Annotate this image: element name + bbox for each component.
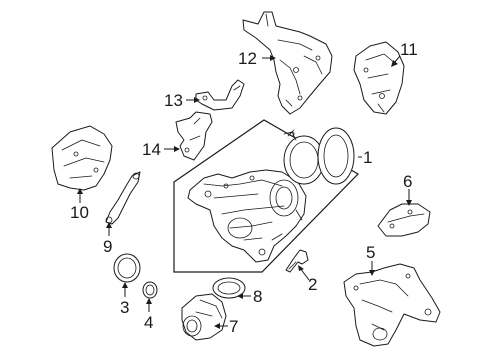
callout-5: 5: [366, 243, 375, 262]
cover-6: [377, 203, 431, 237]
bracket-14: [175, 111, 213, 161]
gasket-8: [212, 277, 246, 299]
callout-11: 11: [400, 40, 418, 59]
callout-12: 12: [238, 49, 257, 68]
callout-7: 7: [229, 317, 238, 336]
bracket-13: [195, 79, 245, 111]
heat-shield-11: [353, 41, 405, 115]
callout-1: 1: [363, 148, 372, 167]
callout-3: 3: [120, 298, 129, 317]
callout-14: 14: [142, 140, 161, 159]
callout-2: 2: [308, 275, 317, 294]
callout-6: 6: [403, 172, 412, 191]
gasket-ring: [317, 127, 355, 185]
bolt-2: [285, 249, 309, 273]
callout-10: 10: [70, 203, 89, 222]
outlet-pipe-7: [181, 293, 227, 341]
callout-9: 9: [103, 237, 112, 256]
callout-8: 8: [253, 287, 262, 306]
seal-ring-4: [142, 281, 158, 299]
leader-lines: [77, 55, 412, 329]
support-bracket-5: [343, 263, 441, 347]
seal-ring-3: [113, 253, 141, 283]
callout-4: 4: [144, 313, 153, 332]
oil-tube-9: [105, 171, 141, 225]
turbo-assembly-box: [173, 119, 359, 273]
callout-13: 13: [164, 91, 183, 110]
heat-shield-10: [51, 125, 113, 191]
turbocharger-1: [187, 169, 307, 263]
